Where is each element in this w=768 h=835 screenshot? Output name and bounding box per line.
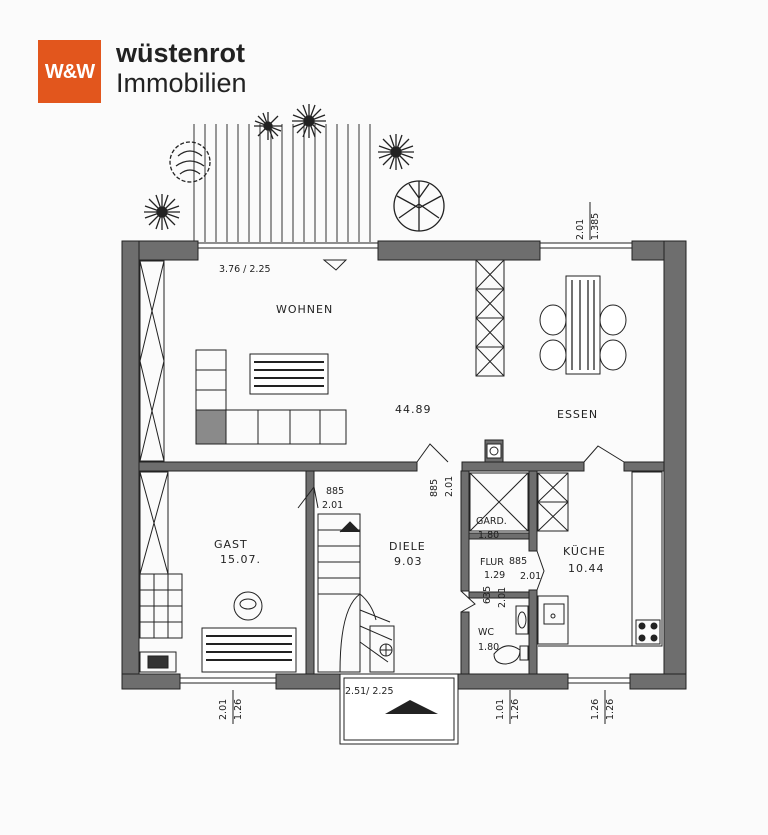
terrace-window-dim: 3.76 / 2.25 bbox=[219, 264, 271, 275]
flur-door-height: 2.01 bbox=[520, 571, 541, 582]
kitchen-fixtures bbox=[537, 471, 663, 647]
room-gard-label: GARD. bbox=[476, 516, 507, 527]
guest-shelf bbox=[139, 573, 183, 673]
staircase bbox=[317, 513, 395, 673]
gast-window-height: 1.26 bbox=[233, 699, 244, 720]
top-right-window-height: 1.385 bbox=[590, 213, 601, 240]
room-wohnen-label: WOHNEN bbox=[276, 303, 333, 316]
brand-subname: Immobilien bbox=[116, 68, 247, 98]
room-wc-area: 1.80 bbox=[478, 642, 499, 653]
gast-door-width: 885 bbox=[326, 486, 344, 497]
plant-star-left bbox=[144, 194, 180, 230]
terrace-decking bbox=[193, 124, 371, 242]
plant-round-right bbox=[393, 180, 445, 232]
flur-door-width: 885 bbox=[509, 556, 527, 567]
room-flur-label: FLUR bbox=[480, 557, 504, 568]
gast-window-width: 2.01 bbox=[218, 699, 229, 720]
dining-table bbox=[539, 275, 627, 375]
logo-text: W&W bbox=[44, 61, 95, 83]
brand-name: wüstenrot bbox=[116, 38, 246, 68]
garden-plants bbox=[144, 104, 445, 232]
plant-round-left bbox=[169, 141, 211, 183]
room-gard-area: 1.80 bbox=[478, 530, 499, 541]
wc-window-width: 1.01 bbox=[495, 699, 506, 720]
room-kueche-label: KÜCHE bbox=[563, 545, 606, 558]
wc-window-height: 1.26 bbox=[510, 699, 521, 720]
room-diele-area: 9.03 bbox=[394, 555, 423, 568]
guest-bed bbox=[201, 627, 297, 673]
interior-walls bbox=[138, 439, 665, 675]
wc-door-height: 2.01 bbox=[497, 587, 508, 608]
plant-star-top2 bbox=[292, 104, 326, 138]
room-essen-label: ESSEN bbox=[557, 408, 598, 421]
diele-door-width: 885 bbox=[429, 479, 440, 497]
windows bbox=[179, 242, 633, 684]
kueche-window-width: 1.26 bbox=[590, 699, 601, 720]
coffee-table bbox=[249, 353, 329, 395]
doors bbox=[297, 259, 625, 613]
gast-door-height: 2.01 bbox=[322, 500, 343, 511]
room-kueche-area: 10.44 bbox=[568, 562, 605, 575]
kueche-window-height: 1.26 bbox=[605, 699, 616, 720]
sofa bbox=[195, 349, 347, 445]
plant-star-right bbox=[378, 134, 414, 170]
room-flur-area: 1.29 bbox=[484, 570, 505, 581]
room-gast-area: 15.07. bbox=[220, 553, 261, 566]
room-gast-label: GAST bbox=[214, 538, 248, 551]
outer-walls bbox=[121, 240, 687, 690]
room-wohnen-area: 44.89 bbox=[395, 403, 432, 416]
room-diele-label: DIELE bbox=[389, 540, 426, 553]
wc-fixtures bbox=[493, 605, 529, 665]
plant-star-top1 bbox=[254, 112, 282, 140]
top-right-window-width: 2.01 bbox=[575, 219, 586, 240]
dimension-ticks bbox=[232, 202, 606, 724]
entrance-window-dim: 2.51/ 2.25 bbox=[345, 686, 394, 697]
ww-logo: W&W bbox=[38, 40, 101, 103]
wc-door-width: 635 bbox=[482, 586, 493, 604]
cupboards bbox=[139, 259, 569, 575]
room-wc-label: WC bbox=[478, 627, 494, 638]
chimney bbox=[486, 443, 502, 459]
diele-door-height: 2.01 bbox=[444, 476, 455, 497]
entrance-canopy bbox=[339, 673, 459, 745]
guest-lamp bbox=[233, 591, 263, 621]
